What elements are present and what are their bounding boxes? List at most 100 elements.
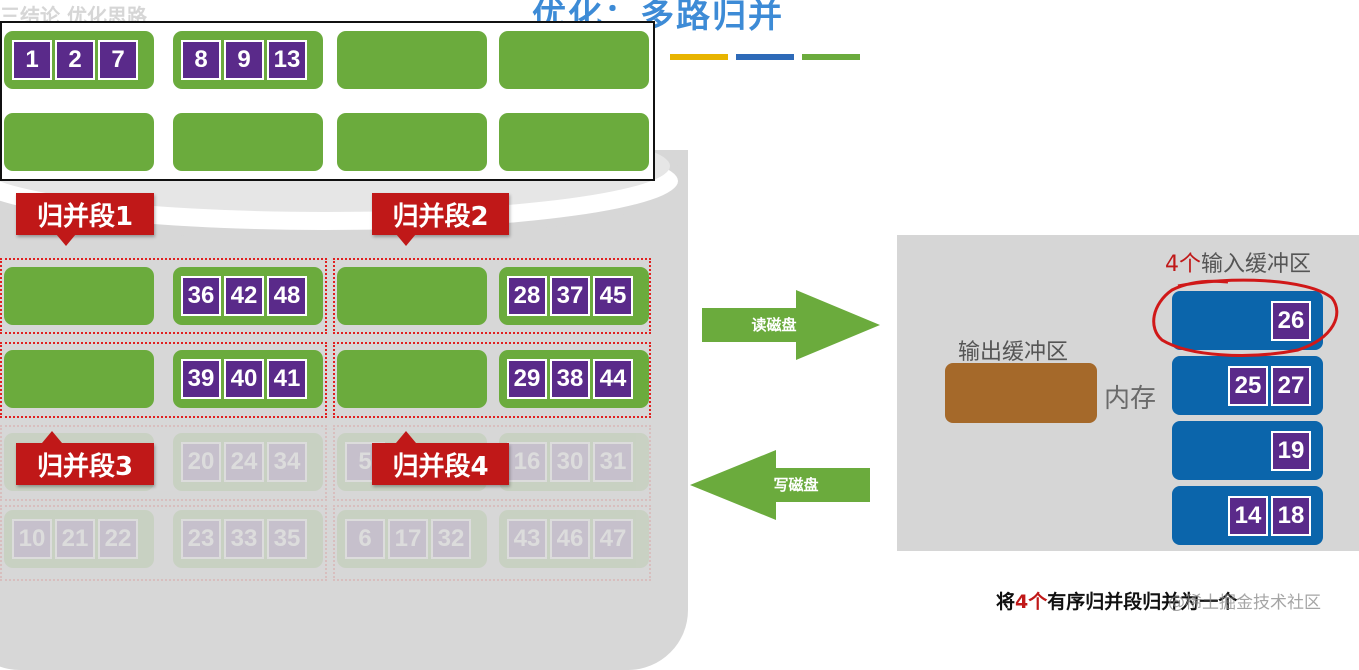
record-number: 10: [12, 519, 52, 559]
output-buffer: [945, 363, 1097, 423]
legend-line-blue: [736, 54, 794, 60]
record-number: 40: [224, 359, 264, 399]
read-disk-label: 读磁盘: [751, 316, 796, 334]
record-number: 36: [181, 276, 221, 316]
record-number: 17: [388, 519, 428, 559]
record-number: 20: [181, 442, 221, 482]
buffer-record-number: 18: [1271, 495, 1311, 536]
record-number: 48: [267, 276, 307, 316]
record-number: 29: [507, 359, 547, 399]
callout-segment-4: 归并段4: [372, 431, 509, 485]
record-number: 23: [181, 519, 221, 559]
output-buffer-label: 输出缓冲区: [958, 340, 1069, 365]
input-buffer-label: 4个输入缓冲区: [1165, 246, 1311, 278]
data-block: [499, 113, 649, 171]
record-number: 21: [55, 519, 95, 559]
record-number: 34: [267, 442, 307, 482]
record-number: 2: [55, 40, 95, 80]
buffer-record-number: 14: [1228, 495, 1268, 536]
record-number: 33: [224, 519, 264, 559]
record-number: 43: [507, 519, 547, 559]
record-number: 1: [12, 40, 52, 80]
write-disk-label: 写磁盘: [773, 476, 818, 494]
record-number: 45: [593, 276, 633, 316]
record-number: 24: [224, 442, 264, 482]
data-block: [337, 350, 487, 408]
record-number: 7: [98, 40, 138, 80]
input-buffer-count: 4个: [1165, 252, 1201, 277]
input-buffer-1: 26: [1172, 291, 1323, 350]
input-buffer-text: 输入缓冲区: [1201, 252, 1312, 277]
data-block: [173, 113, 323, 171]
record-number: 35: [267, 519, 307, 559]
record-number: 28: [507, 276, 547, 316]
callout-segment-1-tail: [56, 234, 76, 246]
segment-outline-7: [0, 505, 327, 581]
record-number: 9: [224, 40, 264, 80]
read-disk-arrow: 读磁盘: [702, 290, 880, 360]
data-block: [337, 113, 487, 171]
record-number: 41: [267, 359, 307, 399]
data-block: [337, 31, 487, 89]
memory-label: 内存: [1104, 384, 1157, 414]
record-number: 39: [181, 359, 221, 399]
record-number: 37: [550, 276, 590, 316]
buffer-record-number: 25: [1228, 365, 1268, 406]
segment-outline-6: [333, 425, 651, 501]
footer-pre: 将: [996, 591, 1016, 613]
callout-segment-4-label: 归并段4: [392, 451, 489, 482]
callout-segment-1: 归并段1: [16, 193, 154, 246]
callout-segment-4-tail: [396, 431, 416, 443]
callout-segment-2: 归并段2: [372, 193, 509, 246]
footer-caption: 将4个有序归并段归并为一个: [996, 587, 1237, 614]
data-block: [499, 31, 649, 89]
callout-segment-2-tail: [396, 234, 416, 246]
record-number: 30: [550, 442, 590, 482]
highlight-circle: [1152, 278, 1339, 357]
callout-segment-2-label: 归并段2: [392, 201, 489, 232]
callout-segment-3-tail: [42, 431, 62, 443]
record-number: 44: [593, 359, 633, 399]
record-number: 46: [550, 519, 590, 559]
data-block: [4, 350, 154, 408]
record-number: 6: [345, 519, 385, 559]
buffer-record-number: 19: [1271, 430, 1311, 471]
data-block: [4, 267, 154, 325]
record-number: 16: [507, 442, 547, 482]
footer-num: 4个: [1015, 591, 1048, 613]
callout-segment-1-label: 归并段1: [36, 201, 134, 232]
write-disk-arrow: 写磁盘: [690, 450, 870, 520]
segment-outline-5: [0, 425, 327, 501]
record-number: 22: [98, 519, 138, 559]
segment-outline-2: [333, 258, 651, 334]
record-number: 8: [181, 40, 221, 80]
buffer-record-number: 27: [1271, 365, 1311, 406]
segment-outline-3: [0, 342, 327, 418]
watermark: @稀土掘金技术社区: [1168, 593, 1321, 613]
segment-outline-4: [333, 342, 651, 418]
record-number: 42: [224, 276, 264, 316]
data-block: [4, 113, 154, 171]
record-number: 31: [593, 442, 633, 482]
record-number: 47: [593, 519, 633, 559]
segment-outline-1: [0, 258, 327, 334]
callout-segment-3-label: 归并段3: [36, 451, 134, 482]
callout-segment-3: 归并段3: [16, 431, 154, 485]
legend-line-yellow: [670, 54, 728, 60]
record-number: 38: [550, 359, 590, 399]
input-buffer-3: 19: [1172, 421, 1323, 480]
record-number: 32: [431, 519, 471, 559]
